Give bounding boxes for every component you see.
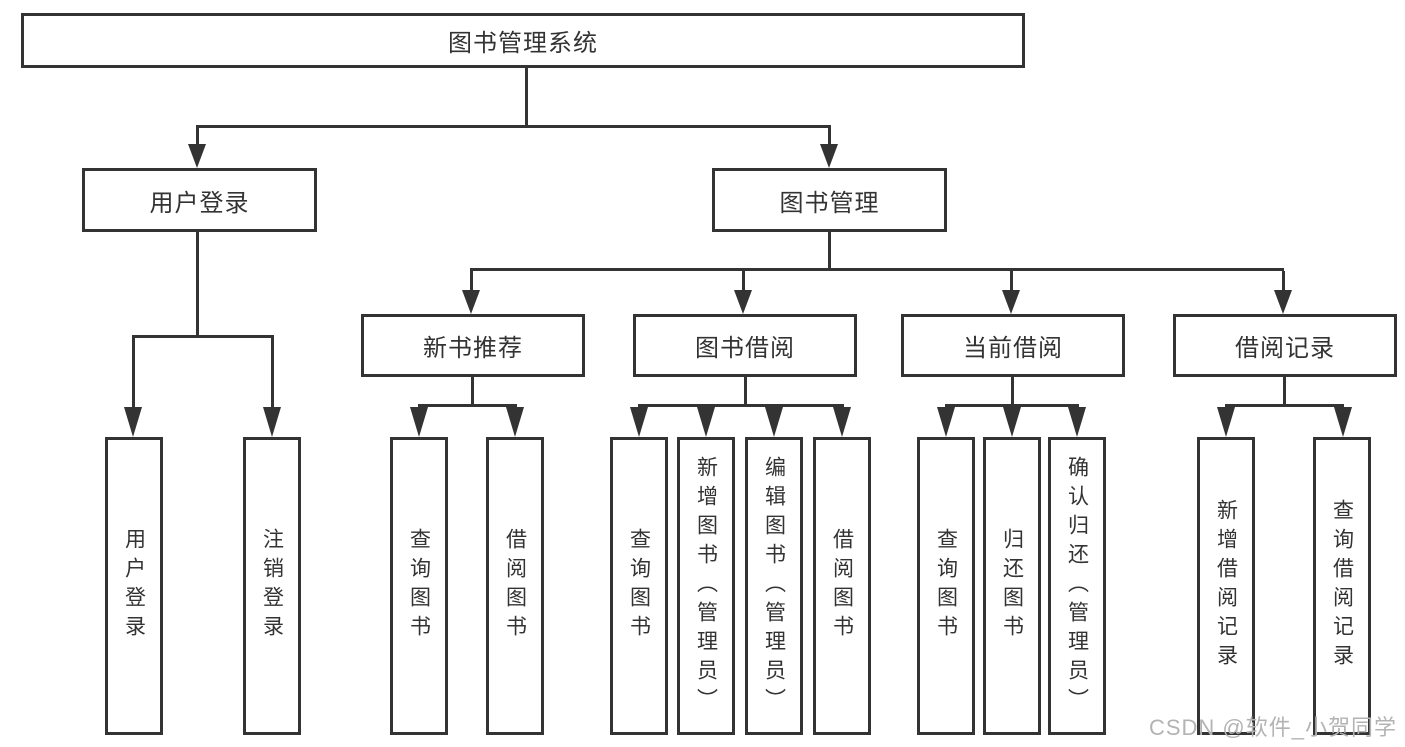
arrow-down-icon: [1003, 407, 1021, 437]
connector-hline: [1225, 404, 1344, 407]
csdn-watermark: CSDN @软件_小贺同学: [1148, 715, 1397, 740]
connector-vline: [1010, 271, 1013, 291]
query-books-leaf-newbooks: 查询图书: [390, 437, 448, 735]
root-node-label: 图书管理系统: [448, 30, 598, 57]
connector-vline: [742, 271, 745, 291]
book-mgmt-node-label: 图书管理: [779, 189, 880, 217]
connector-vline: [132, 338, 135, 408]
confirm-return-admin-leaf: 确认归还（管理员）: [1048, 437, 1106, 735]
arrow-down-icon: [937, 407, 955, 437]
arrow-down-icon: [410, 407, 428, 437]
book-mgmt-node: 图书管理: [712, 168, 947, 232]
book-borrow-node: 图书借阅: [633, 314, 857, 377]
return-books-leaf: 归还图书: [983, 437, 1041, 735]
connector-hline: [196, 125, 831, 128]
user-login-node-label: 用户登录: [149, 189, 250, 217]
confirm-return-admin-leaf-label: 确认归还（管理员）: [1065, 455, 1089, 717]
arrow-down-icon: [765, 407, 783, 437]
user-login-leaf-label: 用户登录: [122, 528, 146, 644]
current-borrow-node-label: 当前借阅: [963, 335, 1063, 362]
connector-vline: [1282, 271, 1285, 291]
borrow-books-leaf-borrow: 借阅图书: [813, 437, 871, 735]
connector-vline: [271, 338, 274, 408]
query-books-leaf-borrow-label: 查询图书: [627, 528, 651, 644]
connector-vline: [525, 68, 528, 126]
arrow-down-icon: [630, 407, 648, 437]
new-books-node: 新书推荐: [361, 314, 585, 377]
connector-vline: [471, 377, 474, 407]
arrow-down-icon: [1334, 407, 1352, 437]
arrow-down-icon: [188, 144, 206, 168]
arrow-down-icon: [462, 290, 480, 314]
connector-vline: [196, 232, 199, 338]
edit-books-admin-leaf-label: 编辑图书（管理员）: [762, 455, 786, 717]
edit-books-admin-leaf: 编辑图书（管理员）: [745, 437, 803, 735]
connector-hline: [945, 404, 1079, 407]
connector-hline: [638, 404, 844, 407]
root-node-library-system: 图书管理系统: [21, 13, 1025, 68]
borrow-records-node: 借阅记录: [1173, 314, 1397, 377]
connector-vline: [1283, 377, 1286, 407]
current-borrow-node: 当前借阅: [901, 314, 1125, 377]
borrow-records-node-label: 借阅记录: [1235, 335, 1335, 362]
user-login-node: 用户登录: [82, 168, 317, 232]
connector-vline: [828, 128, 831, 146]
book-borrow-node-label: 图书借阅: [695, 335, 795, 362]
return-books-leaf-label: 归还图书: [1000, 528, 1024, 644]
arrow-down-icon: [1002, 290, 1020, 314]
query-borrow-record-leaf: 查询借阅记录: [1313, 437, 1371, 735]
query-books-leaf-current-label: 查询图书: [934, 528, 958, 644]
arrow-down-icon: [833, 407, 851, 437]
query-books-leaf-borrow: 查询图书: [610, 437, 668, 735]
arrow-down-icon: [1274, 290, 1292, 314]
arrow-down-icon: [734, 290, 752, 314]
connector-hline: [418, 404, 517, 407]
connector-hline: [470, 268, 1284, 271]
borrow-books-leaf-newbooks-label: 借阅图书: [503, 528, 527, 644]
arrow-down-icon: [697, 407, 715, 437]
arrow-down-icon: [506, 407, 524, 437]
new-books-node-label: 新书推荐: [423, 335, 523, 362]
arrow-down-icon: [263, 407, 281, 437]
query-books-leaf-current: 查询图书: [917, 437, 975, 735]
connector-hline: [132, 335, 274, 338]
connector-vline: [470, 271, 473, 291]
user-login-leaf: 用户登录: [105, 437, 163, 735]
connector-vline: [744, 377, 747, 407]
arrow-down-icon: [1068, 407, 1086, 437]
query-borrow-record-leaf-label: 查询借阅记录: [1330, 499, 1354, 673]
logout-leaf: 注销登录: [243, 437, 301, 735]
connector-vline: [828, 232, 831, 271]
connector-vline: [196, 128, 199, 146]
add-books-admin-leaf-label: 新增图书（管理员）: [694, 455, 718, 717]
add-books-admin-leaf: 新增图书（管理员）: [677, 437, 735, 735]
borrow-books-leaf-newbooks: 借阅图书: [486, 437, 544, 735]
add-borrow-record-leaf-label: 新增借阅记录: [1214, 499, 1238, 673]
logout-leaf-label: 注销登录: [260, 528, 284, 644]
arrow-down-icon: [1217, 407, 1235, 437]
borrow-books-leaf-borrow-label: 借阅图书: [830, 528, 854, 644]
query-books-leaf-newbooks-label: 查询图书: [407, 528, 431, 644]
arrow-down-icon: [820, 144, 838, 168]
add-borrow-record-leaf: 新增借阅记录: [1197, 437, 1255, 735]
connector-vline: [1011, 377, 1014, 407]
arrow-down-icon: [124, 407, 142, 437]
